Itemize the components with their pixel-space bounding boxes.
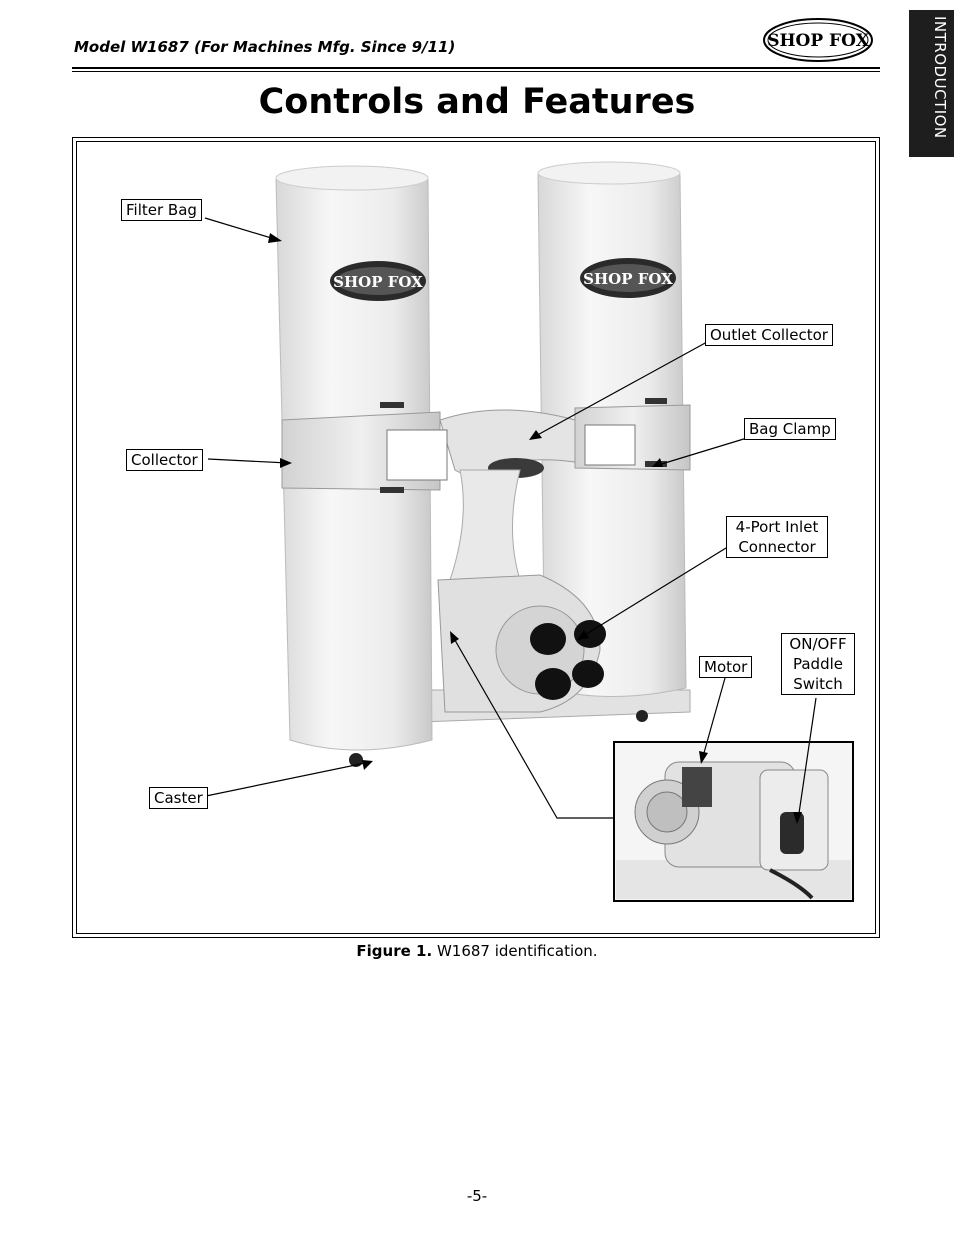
shop-fox-logo: SHOP FOX xyxy=(763,18,873,62)
callout-inlet-connector: 4-Port Inlet Connector xyxy=(726,516,828,558)
logo-text: SHOP FOX xyxy=(767,31,869,51)
section-tab[interactable]: INTRODUCTION xyxy=(909,10,954,157)
motor-detail-inset xyxy=(613,741,854,902)
left-bag-logo: SHOP FOX xyxy=(330,261,426,301)
header-model-text: Model W1687 (For Machines Mfg. Since 9/1… xyxy=(74,38,456,56)
svg-text:SHOP FOX: SHOP FOX xyxy=(333,273,423,291)
figure-caption: Figure 1. W1687 identification. xyxy=(0,942,954,960)
right-bag-logo: SHOP FOX xyxy=(580,258,676,298)
callout-outlet-collector: Outlet Collector xyxy=(705,324,833,346)
callout-filter-bag: Filter Bag xyxy=(121,199,202,221)
header-rule-thin xyxy=(72,71,880,72)
callout-leader-lines xyxy=(204,217,817,821)
callout-paddle-switch: ON/OFF Paddle Switch xyxy=(781,633,855,695)
figure-caption-label: Figure 1. xyxy=(356,942,433,960)
page-title: Controls and Features xyxy=(258,82,696,122)
callout-caster: Caster xyxy=(149,787,208,809)
figure-caption-text: W1687 identification. xyxy=(436,942,598,960)
callout-arrowheads xyxy=(268,233,802,824)
svg-text:SHOP FOX: SHOP FOX xyxy=(583,270,673,288)
callout-motor: Motor xyxy=(699,656,753,678)
callout-bag-clamp: Bag Clamp xyxy=(744,418,836,440)
page-number: -5- xyxy=(466,1187,488,1205)
figure-inner-border xyxy=(76,141,876,934)
section-tab-label: INTRODUCTION xyxy=(931,16,949,139)
outlet-collector-duct xyxy=(386,409,636,581)
callout-collector: Collector xyxy=(126,449,203,471)
figure-frame xyxy=(72,137,880,938)
inlet-ports xyxy=(530,620,606,700)
header-rule xyxy=(72,67,880,69)
